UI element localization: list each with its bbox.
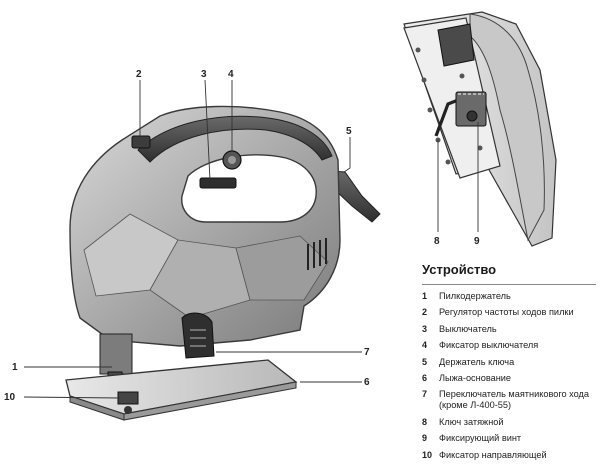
legend-item-text: Пилкодержатель [439,291,511,301]
legend-item-text: Выключатель [439,323,497,334]
legend-item: 10 Фиксатор направляющей [422,450,598,461]
legend-item: 5 Держатель ключа [422,357,598,368]
legend-item: 6 Лыжа-основание [422,373,598,384]
legend-item-text: Лыжа-основание [439,372,512,383]
callout-10: 10 [4,392,16,403]
legend-item: 7 Переключатель маятникового хода (кроме … [422,389,598,411]
legend-item-text: Регулятор частоты ходов пилки [439,307,574,318]
callout-5: 5 [346,126,352,137]
legend-item: 4 Фиксатор выключателя [422,340,598,351]
callout-9: 9 [474,236,480,247]
leader-lines [23,79,479,399]
vent-slots [307,238,327,270]
legend-item-number: 1 [422,291,428,301]
legend-item-text: Фиксатор выключателя [439,340,539,351]
legend-item-number: 6 [422,372,428,383]
legend-item: 8 Ключ затяжной [422,417,598,428]
legend-list: 1 Пилкодержатель 2 Регулятор частоты ходов … [422,291,598,461]
callout-7: 7 [364,347,370,358]
legend-item: 3 Выключатель [422,324,598,335]
legend-item: 9 Фиксирующий винт [422,433,598,444]
callout-1: 1 [12,362,18,373]
callout-8: 8 [434,236,440,247]
legend-divider [422,284,596,285]
callout-4: 4 [228,69,234,80]
jigsaw-main-view [65,105,381,421]
legend-item-number: 3 [422,323,428,334]
legend-item-number: 4 [422,340,428,351]
legend-item-text: Переключатель маятникового хода (кроме Л… [439,389,590,411]
legend-item: 2 Регулятор частоты ходов пилки [422,307,598,318]
legend-item-text: Фиксирующий винт [439,433,522,444]
jigsaw-bottom-view [403,11,557,247]
legend-item-number: 8 [422,416,428,427]
legend-title: Устройство [422,262,497,277]
legend-item-text: Фиксатор направляющей [439,449,547,460]
legend-item-number: 10 [422,449,433,460]
parts-legend: Устройство 1 Пилкодержатель 2 Регулятор час… [422,262,598,466]
legend-item-number: 5 [422,356,428,367]
legend-item-number: 2 [422,307,428,318]
legend-item: 1 Пилкодержатель [422,291,598,302]
legend-item-number: 7 [422,389,428,400]
legend-item-text: Держатель ключа [439,356,515,367]
callout-2: 2 [136,69,142,80]
callout-3: 3 [201,69,207,80]
legend-item-text: Ключ затяжной [439,416,504,427]
callout-6: 6 [364,377,370,388]
legend-item-number: 9 [422,433,428,444]
